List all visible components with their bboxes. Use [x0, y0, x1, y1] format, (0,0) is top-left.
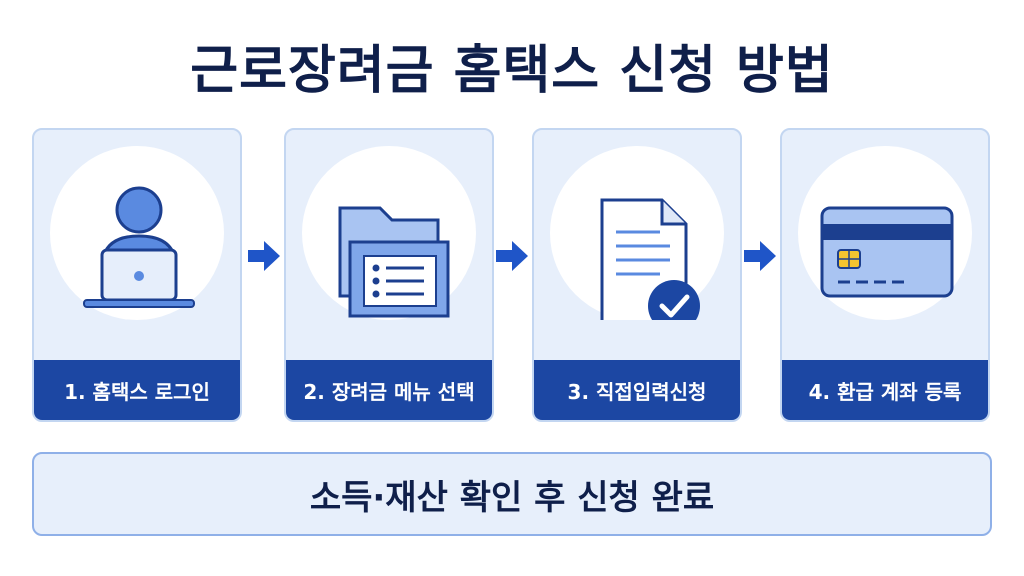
step-4-icon-circle [798, 146, 972, 320]
credit-card-icon [820, 206, 954, 298]
completion-banner: 소득·재산 확인 후 신청 완료 [32, 452, 992, 536]
step-3-label: 3. 직접입력신청 [534, 360, 740, 420]
arrow-right-icon [248, 241, 280, 271]
arrow-right-icon [744, 241, 776, 271]
arrow-right-icon [496, 241, 528, 271]
step-card-3: 3. 직접입력신청 [532, 128, 742, 422]
step-4-label: 4. 환급 계좌 등록 [782, 360, 988, 420]
page-title: 근로장려금 홈택스 신청 방법 [190, 41, 834, 101]
step-2-icon-circle [302, 146, 476, 320]
document-check-icon [600, 198, 700, 320]
step-1-icon-circle [50, 146, 224, 320]
step-card-4: 4. 환급 계좌 등록 [780, 128, 990, 422]
step-card-2: 2. 장려금 메뉴 선택 [284, 128, 494, 422]
person-laptop-icon [83, 186, 195, 308]
step-1-label: 1. 홈택스 로그인 [34, 360, 240, 420]
folder-list-icon [338, 206, 450, 318]
step-2-label: 2. 장려금 메뉴 선택 [286, 360, 492, 420]
step-3-icon-circle [550, 146, 724, 320]
step-card-1: 1. 홈택스 로그인 [32, 128, 242, 422]
